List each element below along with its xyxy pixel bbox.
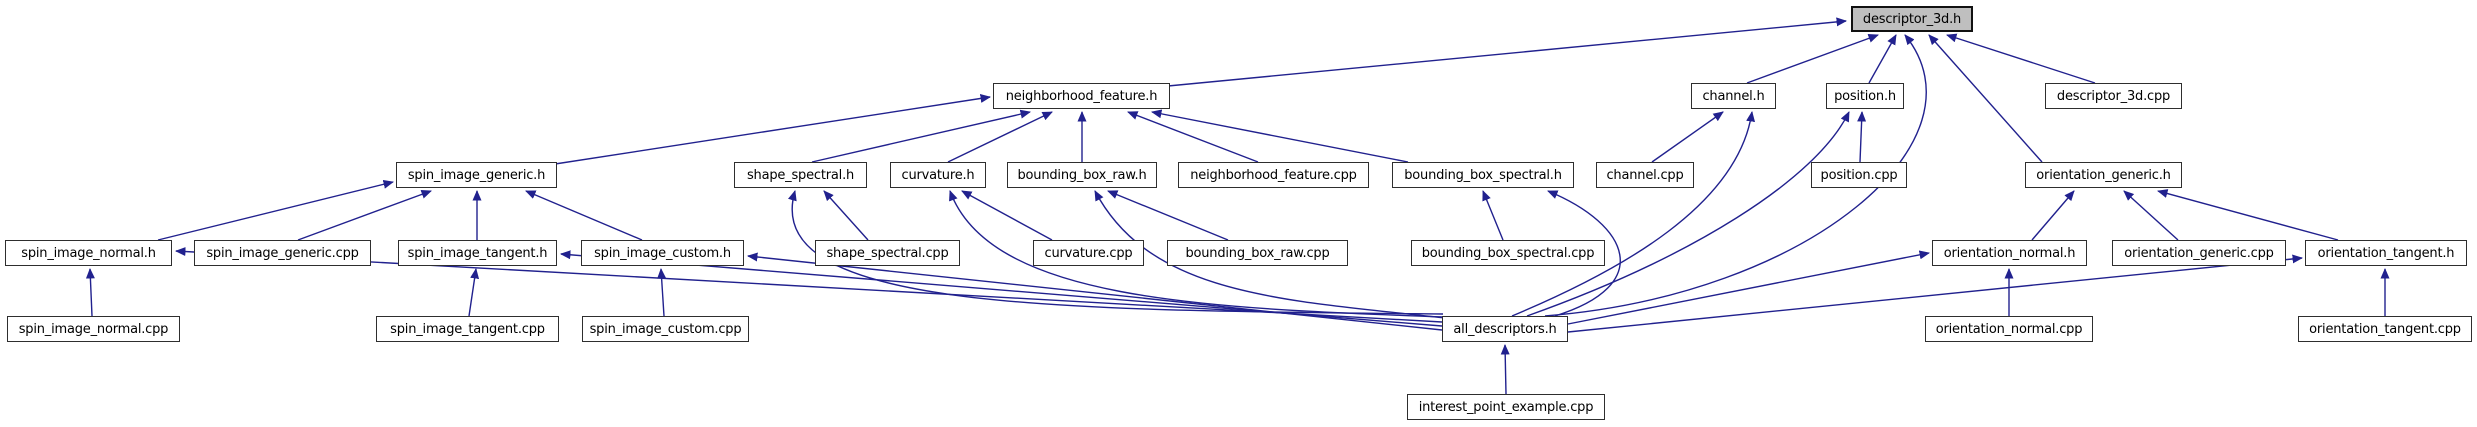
graph-node-descriptor_3d_h[interactable]: descriptor_3d.h bbox=[1851, 6, 1973, 32]
edge-orientation_generic_h-to-descriptor_3d_h bbox=[1928, 34, 2043, 163]
graph-node-bounding_box_raw_h[interactable]: bounding_box_raw.h bbox=[1007, 162, 1157, 188]
graph-node-spin_image_normal_cpp[interactable]: spin_image_normal.cpp bbox=[7, 316, 180, 342]
graph-node-orientation_generic_cpp[interactable]: orientation_generic.cpp bbox=[2112, 240, 2286, 266]
graph-node-spin_image_tangent_h[interactable]: spin_image_tangent.h bbox=[398, 240, 557, 266]
graph-node-spin_image_normal_h[interactable]: spin_image_normal.h bbox=[5, 240, 172, 266]
graph-node-spin_image_custom_h[interactable]: spin_image_custom.h bbox=[581, 240, 744, 266]
graph-node-spin_image_generic_h[interactable]: spin_image_generic.h bbox=[396, 162, 557, 188]
graph-node-all_descriptors_h[interactable]: all_descriptors.h bbox=[1442, 316, 1568, 342]
edge-all_descriptors_h-to-curvature_h bbox=[949, 190, 1444, 318]
edge-all_descriptors_h-to-orientation_normal_h bbox=[1567, 250, 1930, 325]
edge-orientation_normal_h-to-orientation_generic_h bbox=[2031, 190, 2075, 241]
edge-descriptor_3d_cpp-to-descriptor_3d_h bbox=[1946, 33, 2096, 84]
edge-all_descriptors_h-to-spin_image_normal_h bbox=[175, 247, 1443, 323]
edge-orientation_tangent_h-to-orientation_generic_h bbox=[2157, 189, 2339, 241]
edge-spin_image_custom_cpp-to-spin_image_custom_h bbox=[657, 268, 667, 317]
edge-all_descriptors_h-to-channel_h bbox=[1511, 111, 1756, 317]
edge-bounding_box_raw_cpp-to-bounding_box_raw_h bbox=[1107, 190, 1229, 241]
graph-node-channel_cpp[interactable]: channel.cpp bbox=[1596, 162, 1694, 188]
edge-spin_image_normal_cpp-to-spin_image_normal_h bbox=[85, 268, 95, 317]
graph-node-spin_image_tangent_cpp[interactable]: spin_image_tangent.cpp bbox=[376, 316, 559, 342]
graph-node-orientation_normal_cpp[interactable]: orientation_normal.cpp bbox=[1925, 316, 2093, 342]
edge-shape_spectral_cpp-to-shape_spectral_h bbox=[823, 190, 869, 241]
graph-node-orientation_tangent_h[interactable]: orientation_tangent.h bbox=[2305, 240, 2467, 266]
graph-node-interest_point_example_cpp[interactable]: interest_point_example.cpp bbox=[1407, 394, 1605, 420]
edge-neighborhood_feature_cpp-to-neighborhood_feature_h bbox=[1127, 111, 1259, 163]
graph-node-spin_image_custom_cpp[interactable]: spin_image_custom.cpp bbox=[582, 316, 749, 342]
graph-node-orientation_normal_h[interactable]: orientation_normal.h bbox=[1932, 240, 2087, 266]
graph-node-neighborhood_feature_h[interactable]: neighborhood_feature.h bbox=[993, 83, 1170, 109]
edge-channel_h-to-descriptor_3d_h bbox=[1746, 34, 1879, 84]
edge-all_descriptors_h-to-descriptor_3d_h bbox=[1544, 34, 1927, 317]
edge-spin_image_generic_cpp-to-spin_image_generic_h bbox=[297, 190, 432, 241]
graph-node-descriptor_3d_cpp[interactable]: descriptor_3d.cpp bbox=[2045, 83, 2182, 109]
edge-channel_cpp-to-channel_h bbox=[1651, 111, 1724, 163]
graph-node-bounding_box_raw_cpp[interactable]: bounding_box_raw.cpp bbox=[1167, 240, 1348, 266]
graph-node-shape_spectral_h[interactable]: shape_spectral.h bbox=[734, 162, 867, 188]
edge-bounding_box_spectral_h-to-neighborhood_feature_h bbox=[1151, 109, 1409, 163]
edge-spin_image_custom_h-to-spin_image_generic_h bbox=[525, 190, 643, 241]
graph-node-channel_h[interactable]: channel.h bbox=[1691, 83, 1776, 109]
graph-node-spin_image_generic_cpp[interactable]: spin_image_generic.cpp bbox=[194, 240, 371, 266]
graph-node-curvature_h[interactable]: curvature.h bbox=[890, 162, 986, 188]
edge-all_descriptors_h-to-bounding_box_spectral_h bbox=[1547, 190, 1621, 317]
edge-all_descriptors_h-to-spin_image_custom_h bbox=[747, 252, 1443, 331]
edge-curvature_h-to-neighborhood_feature_h bbox=[947, 111, 1053, 163]
edge-orientation_generic_cpp-to-orientation_generic_h bbox=[2123, 190, 2179, 241]
graph-node-bounding_box_spectral_h[interactable]: bounding_box_spectral.h bbox=[1392, 162, 1574, 188]
graph-node-position_cpp[interactable]: position.cpp bbox=[1811, 162, 1907, 188]
graph-node-bounding_box_spectral_cpp[interactable]: bounding_box_spectral.cpp bbox=[1411, 240, 1605, 266]
edge-curvature_cpp-to-curvature_h bbox=[961, 190, 1053, 241]
edge-interest_point_example_cpp-to-all_descriptors_h bbox=[1500, 344, 1510, 395]
graph-node-position_h[interactable]: position.h bbox=[1826, 83, 1904, 109]
edge-position_cpp-to-position_h bbox=[1857, 111, 1867, 163]
graph-node-orientation_generic_h[interactable]: orientation_generic.h bbox=[2025, 162, 2182, 188]
edge-spin_image_tangent_cpp-to-spin_image_tangent_h bbox=[468, 268, 480, 317]
edge-all_descriptors_h-to-orientation_tangent_h bbox=[1567, 254, 2303, 333]
graph-node-neighborhood_feature_cpp[interactable]: neighborhood_feature.cpp bbox=[1178, 162, 1369, 188]
edge-position_h-to-descriptor_3d_h bbox=[1868, 34, 1897, 84]
edge-shape_spectral_h-to-neighborhood_feature_h bbox=[811, 109, 1031, 163]
graph-node-shape_spectral_cpp[interactable]: shape_spectral.cpp bbox=[815, 240, 960, 266]
edge-spin_image_generic_h-to-neighborhood_feature_h bbox=[554, 93, 991, 165]
edge-bounding_box_spectral_cpp-to-bounding_box_spectral_h bbox=[1482, 190, 1504, 241]
edge-spin_image_normal_h-to-spin_image_generic_h bbox=[157, 179, 394, 241]
graph-node-curvature_cpp[interactable]: curvature.cpp bbox=[1033, 240, 1144, 266]
edge-neighborhood_feature_h-to-descriptor_3d_h bbox=[1167, 17, 1847, 87]
graph-node-orientation_tangent_cpp[interactable]: orientation_tangent.cpp bbox=[2298, 316, 2472, 342]
edge-all_descriptors_h-to-bounding_box_raw_h bbox=[1094, 190, 1447, 319]
edge-all_descriptors_h-to-position_h bbox=[1526, 111, 1850, 317]
